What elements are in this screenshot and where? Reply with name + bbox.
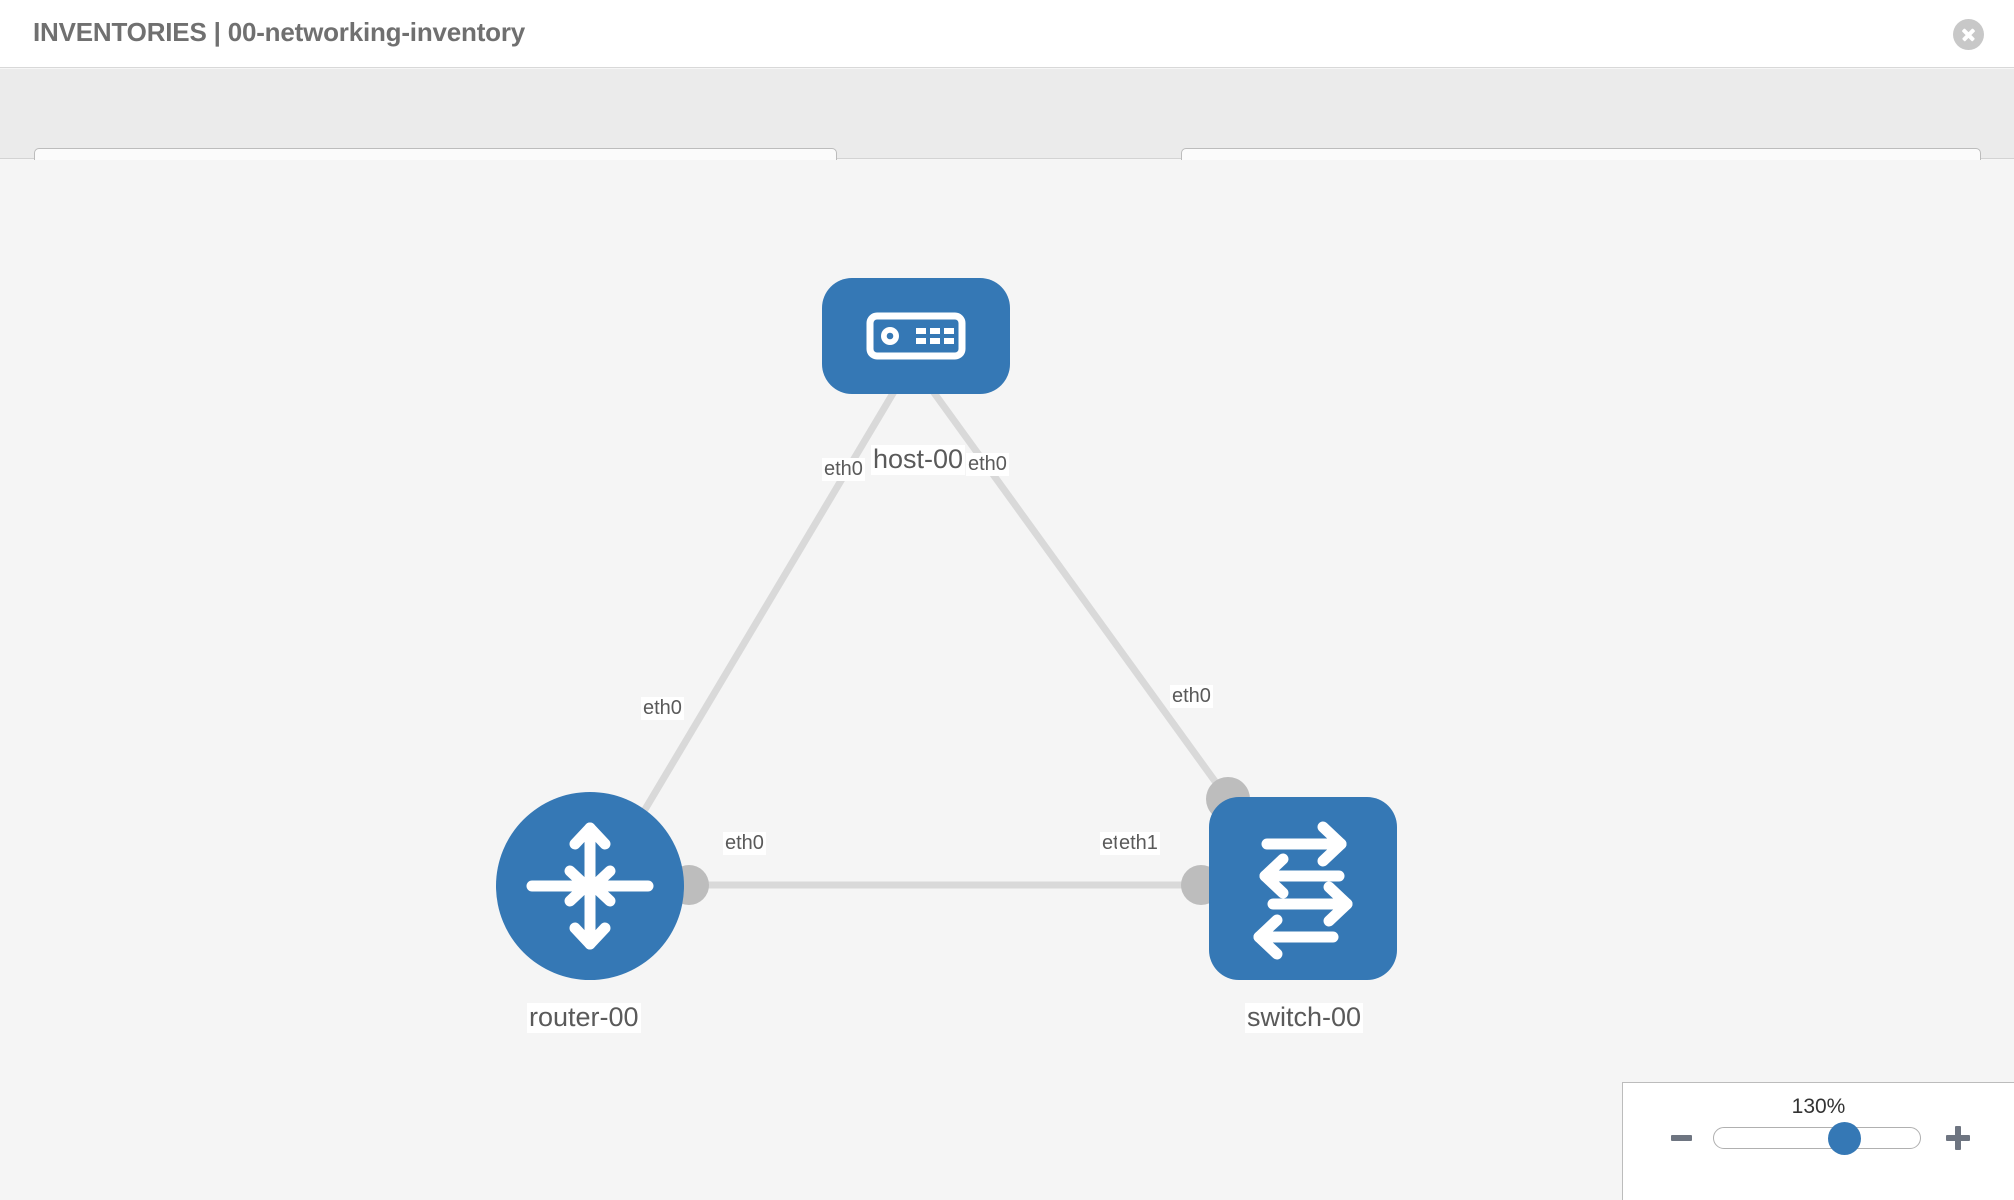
router-arrows-icon [526,822,654,950]
zoom-slider[interactable] [1713,1122,1921,1155]
iface-label-router-up: eth0 [641,697,684,720]
node-switch-00[interactable] [1209,797,1397,980]
host-node-shape [822,278,1010,394]
toolbar: ACTIONS SEARCH [0,69,2014,204]
iface-label-host-right: eth0 [966,453,1009,476]
iface-label-switch-left: eth1 [1117,832,1160,855]
zoom-level-value: 130% [1791,1095,1846,1118]
zoom-control-panel: 130% [1622,1082,2014,1200]
router-node-shape [496,792,684,980]
iface-label-host-left: eth0 [822,458,865,481]
page-header: INVENTORIES | 00-networking-inventory [0,0,2014,68]
page-title: INVENTORIES | 00-networking-inventory [33,17,526,47]
zoom-in-button[interactable] [1946,1126,1970,1150]
close-icon[interactable] [1953,19,1984,50]
iface-label-switch-up: eth0 [1170,685,1213,708]
node-label-host-00: host-00 [871,444,966,475]
topology-canvas[interactable]: host-00 router-00 [0,160,2014,1200]
node-label-router-00: router-00 [527,1002,641,1033]
node-host-00[interactable] [822,278,1010,394]
switch-node-shape [1209,797,1397,980]
iface-label-router-right: eth0 [723,832,766,855]
switch-arrows-icon [1253,821,1353,960]
node-label-switch-00: switch-00 [1245,1002,1364,1033]
zoom-out-button[interactable] [1671,1135,1692,1141]
node-router-00[interactable] [496,792,684,980]
server-icon [866,312,966,360]
zoom-slider-thumb[interactable] [1827,1122,1861,1155]
